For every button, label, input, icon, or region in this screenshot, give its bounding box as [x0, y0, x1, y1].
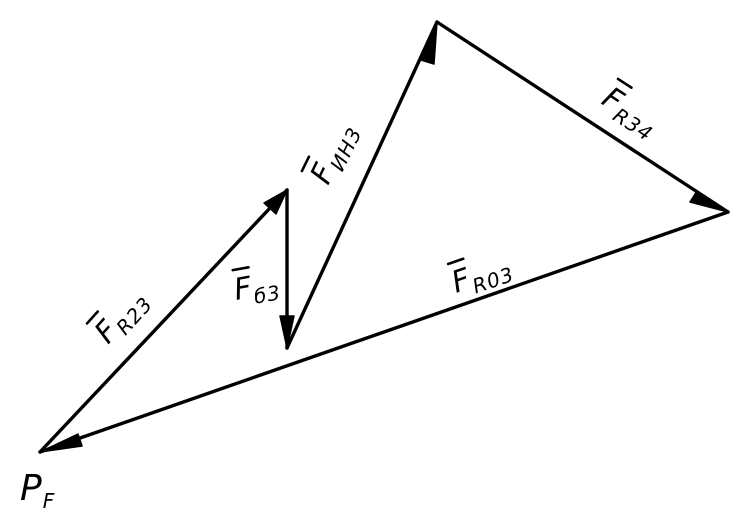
- vector-fmh3-line: [285, 20, 439, 350]
- label-fr03: FR03: [446, 248, 517, 305]
- pole-label: PF: [20, 468, 55, 513]
- label-fb3-sub: б3: [252, 280, 283, 308]
- vector-fr23-line: [38, 188, 289, 454]
- svg-text:FR23: FR23: [88, 282, 158, 353]
- vector-fb3-arrowhead: [279, 315, 295, 349]
- vector-fr23: [38, 188, 289, 454]
- pole-label-main: P: [20, 468, 43, 509]
- svg-text:PF: PF: [20, 468, 55, 513]
- vector-fr34: [435, 20, 730, 214]
- vector-fmh3-arrowhead: [420, 21, 438, 65]
- vector-fr03-arrowhead: [39, 433, 83, 453]
- vector-fr03: [38, 210, 730, 454]
- label-fr34: FR34: [593, 77, 665, 146]
- vector-fmh3: [285, 20, 439, 350]
- svg-text:FИН3: FИН3: [304, 117, 367, 192]
- vector-fr23-arrowhead: [263, 189, 288, 215]
- vector-fr34-line: [435, 20, 730, 214]
- label-fmh3: FИН3: [300, 117, 367, 192]
- label-fb3: Fб3: [231, 266, 283, 312]
- vector-fr03-line: [38, 210, 730, 454]
- label-fmh3-sub: ИН3: [325, 123, 367, 175]
- svg-text:FR03: FR03: [447, 248, 517, 305]
- vector-fr34-arrowhead: [689, 190, 729, 213]
- pole-label-sub: F: [43, 489, 56, 513]
- svg-text:Fб3: Fб3: [231, 266, 282, 312]
- vector-fb3: [279, 188, 295, 350]
- svg-text:FR34: FR34: [593, 80, 665, 146]
- label-fr23: FR23: [85, 282, 158, 353]
